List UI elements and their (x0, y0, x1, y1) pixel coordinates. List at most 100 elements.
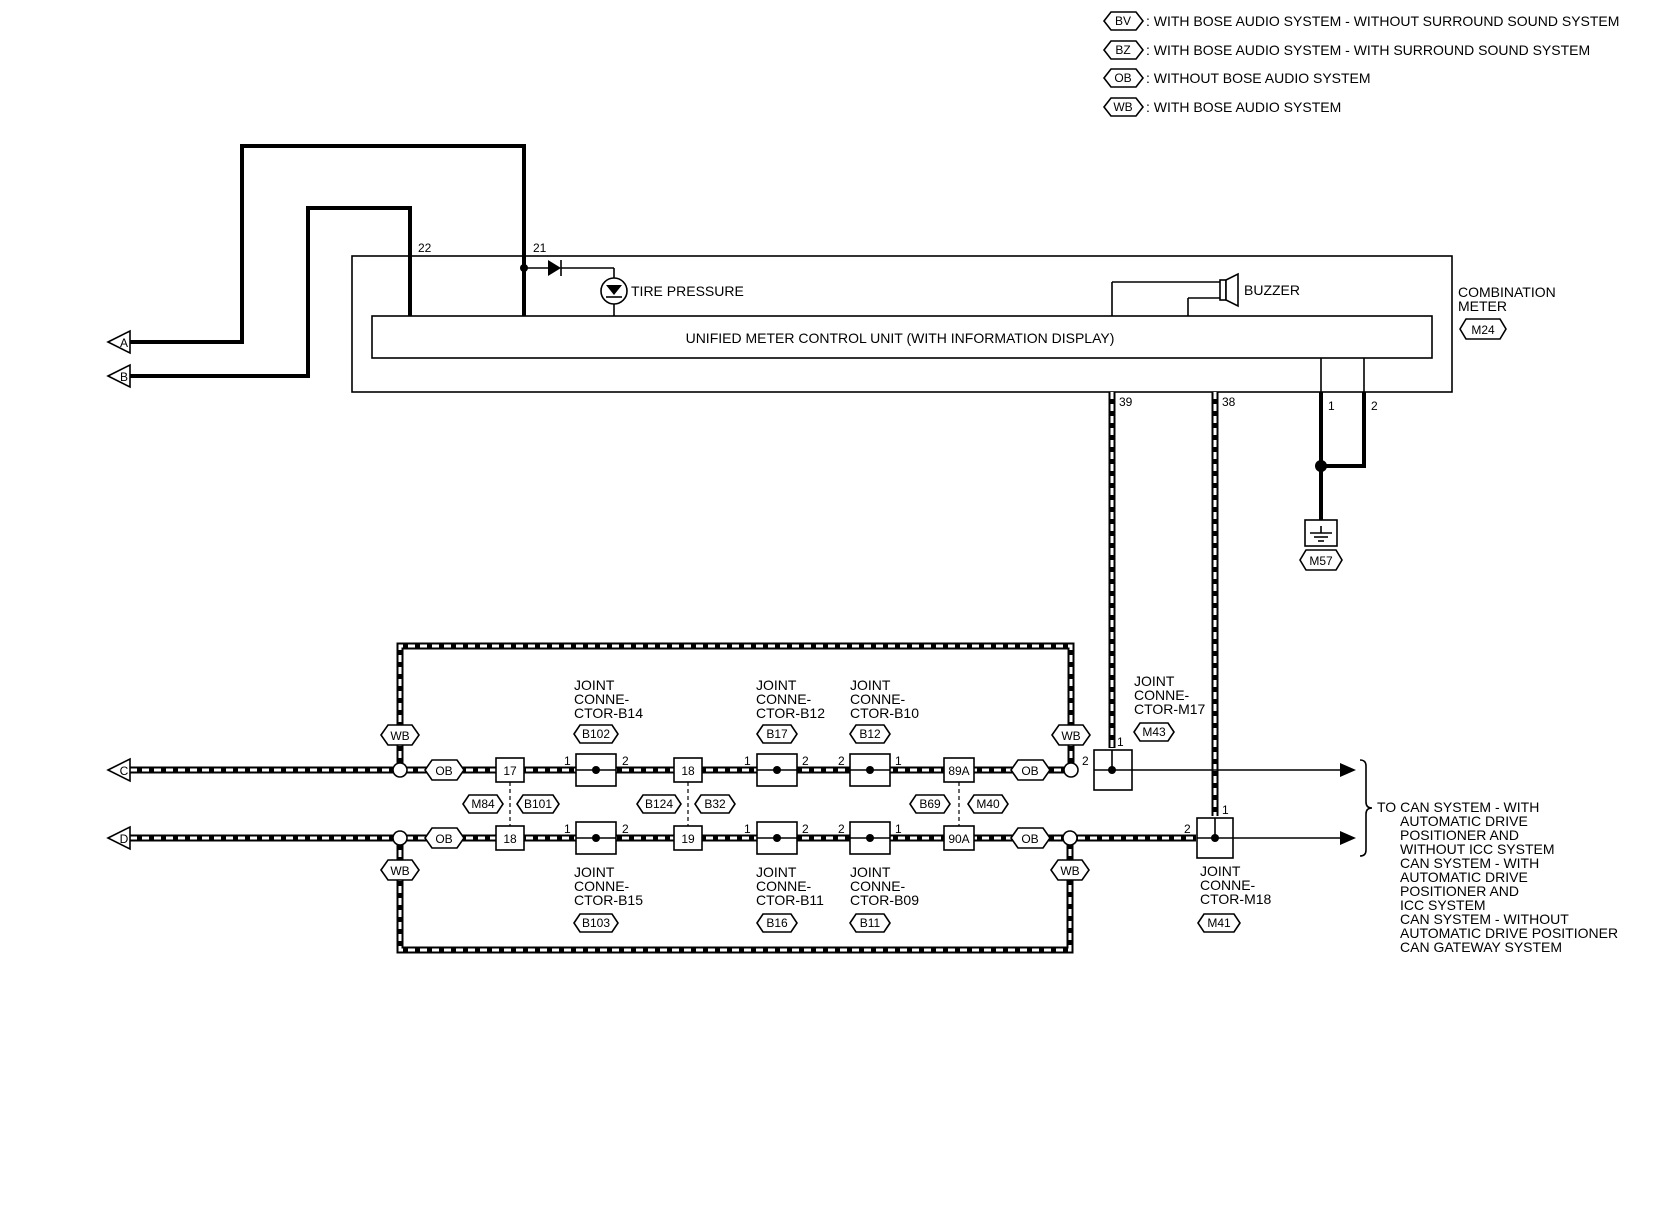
legend-code-bv: BV (1115, 14, 1131, 28)
svg-text:ICC SYSTEM: ICC SYSTEM (1400, 897, 1486, 913)
svg-text:TO CAN SYSTEM - WITH: TO CAN SYSTEM - WITH (1377, 799, 1539, 815)
diode-icon (548, 260, 561, 276)
buzzer-label: BUZZER (1244, 282, 1300, 298)
svg-text:POSITIONER AND: POSITIONER AND (1400, 883, 1519, 899)
svg-text:POSITIONER AND: POSITIONER AND (1400, 827, 1519, 843)
svg-text:1: 1 (1117, 735, 1124, 749)
pin-89a: 89A (948, 764, 969, 778)
legend-item-ob: OB : WITHOUT BOSE AUDIO SYSTEM (1102, 68, 1371, 88)
tag-ob-d-right: OB (1021, 832, 1038, 846)
unified-meter-control-unit (371, 315, 1433, 359)
legend-code-ob: OB (1114, 71, 1131, 85)
tag-wb-lower-left: WB (390, 864, 409, 878)
svg-text:1: 1 (564, 754, 571, 768)
destination-brace (1359, 759, 1373, 857)
pin-18-c: 18 (681, 764, 695, 778)
pin-38-label: 38 (1222, 395, 1236, 409)
pin-90a: 90A (948, 832, 969, 846)
svg-text:CONNE-: CONNE- (1200, 877, 1256, 893)
joint-b15: 1 2 JOINT CONNE- CTOR-B15 B103 (564, 821, 643, 933)
svg-text:JOINT: JOINT (574, 677, 615, 693)
svg-text:JOINT: JOINT (756, 677, 797, 693)
joint-b11-connector: B16 (766, 916, 788, 930)
svg-text:2: 2 (1082, 754, 1089, 768)
wire-a (130, 144, 526, 344)
pin-21-label: 21 (533, 241, 547, 255)
joint-b09: 2 1 JOINT CONNE- CTOR-B09 B11 (838, 821, 919, 933)
joint-m17-connector: M43 (1142, 725, 1166, 739)
svg-text:CAN SYSTEM - WITHOUT: CAN SYSTEM - WITHOUT (1400, 911, 1569, 927)
unified-meter-control-unit-label: UNIFIED METER CONTROL UNIT (WITH INFORMA… (686, 330, 1115, 346)
tag-ob-c-right: OB (1021, 764, 1038, 778)
conn-b124: B124 (645, 797, 673, 811)
svg-text:CONNE-: CONNE- (850, 691, 906, 707)
svg-text:2: 2 (802, 754, 809, 768)
ground-connector: M57 (1309, 554, 1333, 568)
joint-b12: JOINT CONNE- CTOR-B12 B17 1 2 (744, 677, 825, 787)
joint-b14: JOINT CONNE- CTOR-B14 B102 1 2 (564, 677, 643, 787)
svg-text:CAN GATEWAY SYSTEM: CAN GATEWAY SYSTEM (1400, 939, 1562, 955)
legend-text-wb: : WITH BOSE AUDIO SYSTEM (1146, 99, 1341, 115)
inline-connectors: 17 18 M84 B101 18 19 B124 B32 89A 90A B6… (462, 757, 1009, 851)
svg-text:JOINT: JOINT (574, 864, 615, 880)
legend-code-bz: BZ (1115, 43, 1130, 57)
wire-b (130, 206, 412, 378)
terminal-b (106, 363, 131, 389)
conn-b32: B32 (704, 797, 726, 811)
joint-b11: 1 2 JOINT CONNE- CTOR-B11 B16 (744, 821, 824, 933)
conn-m84: M84 (471, 797, 495, 811)
svg-text:1: 1 (895, 822, 902, 836)
conn-m40: M40 (976, 797, 1000, 811)
svg-text:JOINT: JOINT (756, 864, 797, 880)
pin-2-label: 2 (1371, 399, 1378, 413)
conn-b101: B101 (524, 797, 552, 811)
svg-text:CONNE-: CONNE- (574, 878, 630, 894)
terminal-d-label: D (120, 832, 129, 846)
conn-b69: B69 (919, 797, 941, 811)
terminal-c-label: C (120, 764, 129, 778)
buzzer-icon (1219, 279, 1227, 301)
svg-text:CTOR-B15: CTOR-B15 (574, 892, 643, 908)
pin-18-d: 18 (503, 832, 517, 846)
terminal-a (106, 329, 131, 355)
meter-outline (351, 255, 1453, 393)
joint-b14-connector: B102 (582, 727, 610, 741)
legend-item-bz: BZ : WITH BOSE AUDIO SYSTEM - WITH SURRO… (1102, 40, 1590, 60)
svg-text:CTOR-M18: CTOR-M18 (1200, 891, 1272, 907)
meter-connector: M24 (1471, 323, 1495, 337)
tag-wb-upper-right: WB (1061, 729, 1080, 743)
svg-text:CAN SYSTEM - WITH: CAN SYSTEM - WITH (1400, 855, 1539, 871)
svg-text:CTOR-B09: CTOR-B09 (850, 892, 919, 908)
svg-text:JOINT: JOINT (1134, 673, 1175, 689)
svg-text:1: 1 (1222, 803, 1229, 817)
svg-text:CONNE-: CONNE- (756, 878, 812, 894)
svg-text:2: 2 (1184, 822, 1191, 836)
joint-b10: JOINT CONNE- CTOR-B10 B12 2 1 (838, 677, 919, 787)
svg-text:1: 1 (744, 822, 751, 836)
legend-item-wb: WB : WITH BOSE AUDIO SYSTEM (1102, 97, 1341, 117)
legend: BV : WITH BOSE AUDIO SYSTEM - WITHOUT SU… (1102, 11, 1619, 117)
svg-text:2: 2 (838, 754, 845, 768)
svg-text:CONNE-: CONNE- (574, 691, 630, 707)
legend-text-bv: : WITH BOSE AUDIO SYSTEM - WITHOUT SURRO… (1146, 13, 1619, 29)
meter-name-line1: COMBINATION (1458, 284, 1556, 300)
terminal-c (106, 757, 131, 783)
can-wiring: C D (106, 392, 1356, 954)
joint-b09-connector: B11 (860, 916, 881, 930)
svg-text:2: 2 (838, 822, 845, 836)
pin-22-label: 22 (418, 241, 432, 255)
tag-wb-lower-right: WB (1060, 864, 1079, 878)
svg-text:CONNE-: CONNE- (756, 691, 812, 707)
svg-text:CTOR-B12: CTOR-B12 (756, 705, 825, 721)
pin-1-label: 1 (1328, 399, 1335, 413)
terminal-b-label: B (120, 370, 128, 384)
svg-text:WITHOUT ICC SYSTEM: WITHOUT ICC SYSTEM (1400, 841, 1555, 857)
svg-text:2: 2 (802, 822, 809, 836)
legend-code-wb: WB (1113, 100, 1132, 114)
joint-b10-connector: B12 (859, 727, 881, 741)
svg-text:JOINT: JOINT (850, 677, 891, 693)
pin-19: 19 (681, 832, 695, 846)
option-tags: WB WB WB WB OB OB OB OB (380, 724, 1091, 881)
meter-name-line2: METER (1458, 298, 1507, 314)
